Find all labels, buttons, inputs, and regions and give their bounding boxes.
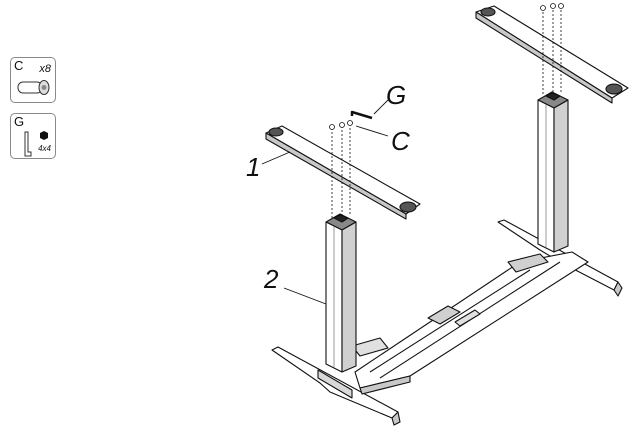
callout-part-1: 1	[246, 152, 260, 182]
screws-right	[540, 3, 564, 96]
left-leg-column	[325, 213, 357, 373]
bolt-icon	[17, 80, 50, 95]
left-top-bracket	[265, 125, 421, 220]
hex-key-icon	[24, 131, 48, 157]
left-foot	[271, 346, 401, 426]
callout-part-2: 2	[263, 264, 279, 294]
part-size: 4x4	[38, 144, 51, 153]
callout-key-g: G	[386, 80, 406, 110]
parts-card-hex-key: G 4x4	[10, 113, 56, 159]
part-letter: C	[14, 58, 24, 73]
screws-left	[329, 120, 353, 218]
crossbeam	[351, 251, 589, 395]
parts-card-screw: C x8	[10, 57, 56, 103]
leader-lines	[261, 99, 389, 305]
part-quantity: x8	[39, 63, 51, 75]
part-letter: G	[14, 114, 25, 129]
right-leg-column	[537, 91, 569, 253]
callout-screw-c: C	[391, 126, 410, 156]
hex-key-drawing	[350, 110, 373, 120]
right-top-bracket	[475, 5, 629, 104]
